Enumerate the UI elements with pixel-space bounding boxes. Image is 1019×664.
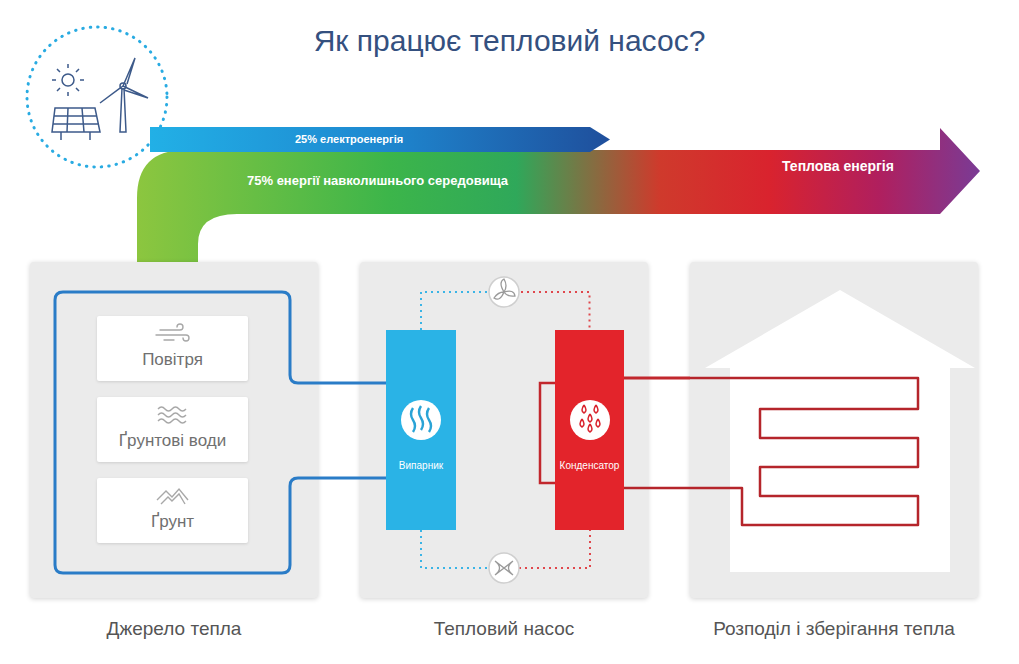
water-icon bbox=[158, 407, 186, 423]
stage-panel: Тепловий насосВипарникКонденсатор bbox=[360, 262, 648, 598]
diagram-title: Як працює тепловий насос? bbox=[0, 24, 1019, 58]
node-label: 75% енергії навколишнього середовища bbox=[247, 172, 508, 190]
evaporator-icon-part bbox=[411, 406, 431, 432]
water-icon-part bbox=[158, 407, 186, 423]
renewables-icon-part bbox=[100, 58, 148, 103]
floor-heating bbox=[624, 378, 918, 525]
renewables-icon-part bbox=[27, 27, 167, 167]
renewables-icon bbox=[27, 27, 167, 167]
source-box: Ґрунтові води bbox=[97, 397, 248, 462]
node-label: Повітря bbox=[142, 350, 203, 370]
condenser-icon-part bbox=[570, 400, 610, 440]
air-icon bbox=[156, 324, 189, 341]
node-label: Конденсатор bbox=[560, 460, 620, 472]
pipe-connector bbox=[624, 377, 690, 380]
renewables-icon-part bbox=[120, 88, 126, 132]
node-label: Ґрунт bbox=[151, 512, 194, 532]
renewables-icon-part bbox=[52, 108, 100, 132]
fan-symbol-part bbox=[494, 279, 515, 299]
renewables-icon-part bbox=[52, 64, 84, 96]
refrigerant-return bbox=[519, 530, 590, 568]
energy-arrow-shape bbox=[137, 128, 980, 262]
source-box: Повітря bbox=[97, 316, 248, 381]
arrow-body bbox=[150, 127, 610, 152]
expansion-valve-part bbox=[495, 561, 513, 575]
expansion-valve bbox=[489, 553, 519, 583]
arrow-body bbox=[137, 128, 980, 262]
renewables-icon-part bbox=[120, 83, 126, 89]
node-label: Теплова енергія bbox=[782, 156, 894, 176]
expansion-valve-part bbox=[489, 553, 519, 583]
house bbox=[705, 290, 975, 572]
source-loop bbox=[55, 292, 386, 573]
evaporator-icon-part bbox=[401, 400, 441, 440]
evaporator-icon bbox=[401, 400, 441, 440]
fan-symbol-part bbox=[489, 277, 519, 307]
ground-icon-part bbox=[157, 489, 188, 504]
refrigerant-line bbox=[421, 292, 590, 330]
energy-flow-arrow: 75% енергії навколишнього середовища Тепл… bbox=[137, 128, 980, 262]
air-icon-part bbox=[156, 324, 189, 341]
stage-caption: Джерело тепла bbox=[107, 618, 242, 640]
stage-caption: Розподіл і зберігання тепла bbox=[713, 618, 955, 640]
source-box: Ґрунт bbox=[97, 478, 248, 543]
evaporator-block: Випарник bbox=[386, 330, 456, 530]
condenser-icon-part bbox=[580, 405, 600, 432]
electricity-band: 25% електроенергія bbox=[150, 127, 610, 152]
renewables-icon-part bbox=[61, 132, 90, 140]
node-label: Ґрунтові води bbox=[119, 431, 226, 451]
condenser-icon bbox=[570, 400, 610, 440]
stage-panel: Розподіл і зберігання тепла bbox=[690, 262, 978, 598]
refrigerant-return bbox=[421, 530, 489, 568]
electricity-arrow bbox=[150, 127, 610, 152]
pipe-connector bbox=[318, 382, 386, 385]
stage-caption: Тепловий насос bbox=[434, 618, 575, 640]
fan-symbol bbox=[489, 277, 519, 307]
node-label: 25% електроенергія bbox=[295, 127, 403, 152]
ground-icon bbox=[157, 489, 188, 504]
condenser-block: Конденсатор bbox=[555, 330, 624, 530]
renewables-icon-part bbox=[62, 74, 74, 86]
stage-panel: Джерело теплаПовітряҐрунтові водиҐрунт bbox=[30, 262, 318, 598]
node-label: Випарник bbox=[399, 460, 443, 472]
condenser-loop bbox=[540, 383, 555, 483]
